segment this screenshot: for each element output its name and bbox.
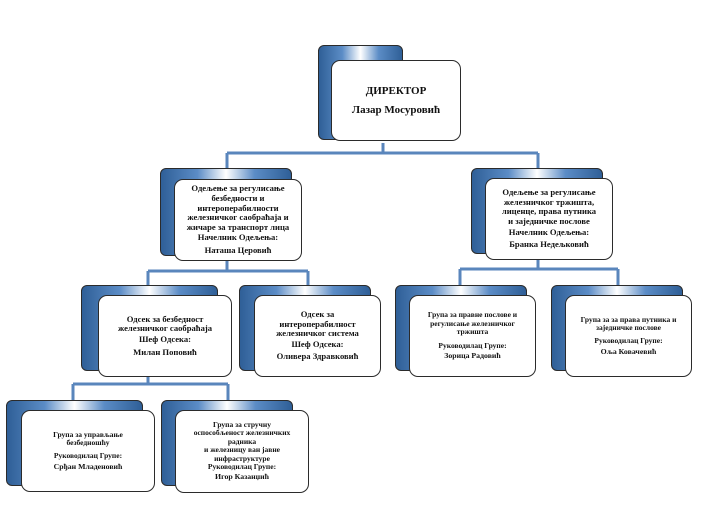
sec-interop-line: интероперабилност (279, 318, 356, 329)
grp-competence-head-label: Руководилац Групе: (207, 461, 277, 471)
grp-mgmt-line: Група за управљање (53, 429, 123, 439)
sec-safety-card: Одсек за безбедност железничког саобраћа… (98, 295, 232, 377)
sec-interop-head-label: Шеф Одсека: (291, 338, 344, 349)
grp-mgmt-head-name: Срђан Младеновић (53, 461, 123, 471)
grp-legal-head-name: Зорица Радовић (444, 350, 501, 360)
grp-mgmt-head-label: Руководилац Групе: (53, 451, 123, 461)
sec-interop-card: Одсек за интероперабилност железничког с… (254, 295, 381, 377)
grp-rights-head-name: Оља Ковачевић (600, 346, 657, 356)
dept-safety-line: интероперабилности (197, 202, 279, 213)
connector-sec-safety (71, 376, 230, 400)
dept-market-line: железничког тржишта, (503, 196, 595, 207)
grp-legal-line: Група за правне послове и (427, 310, 518, 320)
sec-safety-head-label: Шеф Одсека: (138, 334, 192, 344)
connector-director (225, 143, 540, 168)
dept-market-head-name: Бранка Недељковић (509, 239, 589, 250)
sec-interop-line: железничког система (276, 328, 359, 339)
director-card: ДИРЕКТОР Лазар Мосуровић (331, 60, 461, 141)
sec-interop-line: Одсек за (300, 308, 335, 319)
dept-market-card: Одељење за регулисање железничког тржишт… (485, 178, 613, 260)
grp-competence-card: Група за стручну оспособљеност железничк… (175, 410, 309, 493)
dept-safety-line: Одељење за регулисање (191, 183, 285, 194)
grp-mgmt-line: безбедношћу (66, 437, 110, 447)
grp-competence-line: и железницу ван јавне (204, 445, 280, 455)
grp-competence-line: Група за стручну (213, 419, 271, 429)
connector-dept-market (458, 259, 620, 285)
dept-safety-line: безбедности и (211, 192, 265, 203)
dept-safety-line: железничког саобраћаја и (187, 212, 289, 223)
sec-safety-line: железничког саобраћаја (117, 323, 213, 334)
grp-legal-line: тржишта (456, 327, 489, 337)
dept-market-head-label: Начелник Одељења: (508, 226, 590, 237)
grp-legal-head-label: Руководилац Групе: (438, 340, 507, 350)
dept-safety-card: Одељење за регулисање безбедности и инте… (174, 179, 302, 261)
grp-mgmt-card: Група за управљање безбедношћу Руководил… (21, 410, 155, 492)
sec-safety-head-name: Милан Поповић (133, 346, 197, 357)
grp-competence-head-name: Игор Казанџић (215, 472, 269, 482)
grp-competence-line: оспособљеност железничких (193, 428, 291, 438)
dept-safety-head-name: Наташа Церовић (204, 245, 272, 256)
grp-legal-card: Група за правне послове и регулисање жел… (409, 295, 536, 377)
director-name: Лазар Мосуровић (351, 103, 441, 116)
grp-rights-line: Група за за права путника и (580, 314, 677, 324)
sec-interop-head-name: Оливера Здравковић (276, 351, 359, 362)
dept-safety-line: жичаре за транспорт лица (186, 221, 290, 232)
grp-rights-head-label: Руководилац Групе: (594, 336, 663, 346)
connector-dept-safety (146, 261, 310, 285)
sec-safety-line: Одсек за безбедност (126, 313, 204, 324)
grp-rights-card: Група за за права путника и заједничке п… (565, 295, 692, 377)
dept-market-line: и заједничке послове (508, 216, 590, 226)
dept-market-line: Одељење за регулисање (502, 187, 596, 198)
grp-rights-line: заједничке послове (595, 322, 662, 332)
director-title: ДИРЕКТОР (365, 85, 427, 98)
grp-legal-line: регулисање железничког (430, 318, 515, 328)
dept-market-line: лиценце, права путника (501, 206, 597, 217)
grp-competence-line: инфраструктуре (214, 453, 270, 463)
grp-competence-line: радника (227, 436, 257, 446)
dept-safety-head-label: Начелник Одељења: (197, 232, 279, 243)
